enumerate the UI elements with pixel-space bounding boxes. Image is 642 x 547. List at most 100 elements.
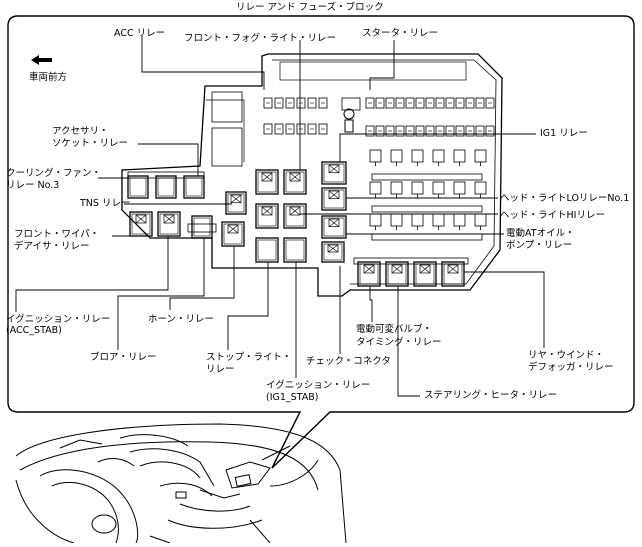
fuse-slot	[285, 123, 295, 135]
label-rear-defogger-relay-1: リヤ・ウインド・	[528, 350, 605, 361]
fuse-slot	[425, 125, 435, 137]
label-horn-relay: ホーン・リレー	[148, 314, 215, 325]
label-vvt-relay-2: タイミング・リレー	[356, 337, 442, 348]
relay-cross-mark	[391, 264, 403, 274]
fuse-slot	[263, 97, 273, 109]
fuse-slot	[274, 123, 284, 135]
relay-socket-inner	[185, 177, 203, 197]
leader-horn-relay	[169, 246, 235, 310]
label-accessory-socket-relay-2: ソケット・リレー	[52, 138, 129, 149]
relay-socket	[191, 215, 213, 239]
fuse-slot	[455, 97, 465, 109]
relay-cross-mark	[328, 164, 340, 173]
relay-socket	[413, 261, 437, 287]
fuse-slot	[474, 213, 487, 227]
fuse-slot	[411, 181, 424, 195]
fuse-slot	[369, 181, 382, 195]
fuse-slot	[369, 213, 382, 227]
label-ignition-relay-ig1-1: イグニッション・リレー	[266, 380, 371, 391]
label-at-oil-pump-relay-1: 電動ATオイル・	[506, 228, 575, 239]
label-front-wiper-deicer-relay-1: フロント・ワイパ・	[14, 229, 100, 240]
fuse-slot	[405, 125, 415, 137]
relay-cross-mark	[289, 206, 301, 216]
relay-cross-mark	[289, 172, 301, 182]
fuse-slot	[485, 125, 495, 137]
relay-strip	[127, 171, 205, 179]
label-ignition-relay-ig1-2: (IG1_STAB)	[266, 392, 319, 403]
fuse-slot	[369, 149, 382, 163]
fuse-slot	[432, 181, 445, 195]
relay-cross-mark	[328, 190, 340, 199]
label-stop-light-relay-1: ストップ・ライト・	[206, 352, 292, 363]
relay-cross-mark	[261, 206, 273, 216]
relay-cross-mark	[227, 224, 239, 234]
leader-ignition-relay-acc	[15, 236, 169, 312]
relay-socket-inner	[323, 163, 345, 183]
relay-socket	[255, 237, 279, 263]
fuse-slot	[465, 97, 475, 109]
callout-frame	[7, 15, 635, 469]
fuse-slot	[445, 125, 455, 137]
relay-socket-inner	[323, 189, 345, 209]
fuse-slot	[296, 97, 306, 109]
fuse-slot	[415, 125, 425, 137]
relay-cross-mark	[135, 214, 147, 224]
relay-socket-inner	[285, 171, 305, 193]
fuse-slot	[475, 125, 485, 137]
leader-accessory-socket-relay	[138, 143, 199, 176]
maxi-fuse-bar	[371, 233, 483, 241]
fuse-slot	[435, 97, 445, 109]
fuse-slot	[365, 125, 375, 137]
relay-socket	[221, 221, 245, 247]
fuse-slot	[318, 97, 328, 109]
fuse-slot	[405, 97, 415, 109]
fuse-slot	[365, 97, 375, 109]
arrow-left-icon	[31, 55, 52, 65]
relay-socket	[321, 241, 345, 263]
label-ignition-relay-acc-2: (ACC_STAB)	[6, 325, 62, 336]
fuse-slot	[465, 125, 475, 137]
fuse-slot	[375, 125, 385, 137]
relay-socket-inner	[227, 193, 245, 213]
leader-steering-heater-relay	[397, 286, 420, 397]
relay-socket-inner	[257, 239, 277, 261]
fuse-slot	[475, 97, 485, 109]
fuse-slot	[318, 123, 328, 135]
relay-strip	[187, 223, 217, 233]
label-vvt-relay-1: 電動可変バルブ・	[356, 324, 433, 335]
relay-cross-mark	[447, 264, 459, 274]
label-stop-light-relay-2: リレー	[206, 364, 235, 375]
leader-ig1-relay	[339, 133, 536, 162]
label-tns-relay: TNS リレー	[80, 198, 131, 209]
relay-cross-mark	[419, 264, 431, 274]
fuse-slot	[296, 123, 306, 135]
relay-socket	[127, 175, 149, 199]
relay-socket-inner	[129, 177, 147, 197]
label-front-wiper-deicer-relay-2: デアイサ・リレー	[14, 241, 90, 252]
relay-socket-inner	[257, 205, 277, 227]
relay-socket-inner	[323, 243, 343, 261]
label-front-fog-relay: フロント・フォグ・ライト・リレー	[184, 33, 337, 44]
check-connector	[343, 108, 355, 133]
fuse-slot	[285, 97, 295, 109]
fuse-slot	[274, 97, 284, 109]
fuse-slot	[375, 97, 385, 109]
label-headlight-hi-relay: ヘッド・ライトHIリレー	[500, 210, 605, 221]
relay-socket	[283, 237, 307, 263]
fuse-slot	[307, 123, 317, 135]
relay-sockets	[127, 161, 469, 287]
relay-socket	[155, 175, 177, 199]
relay-socket-inner	[159, 213, 179, 235]
fuse-slot	[390, 149, 403, 163]
relay-socket	[225, 191, 247, 215]
fuse-slot	[445, 97, 455, 109]
relay-socket-inner	[131, 213, 151, 235]
maxi-fuse-bar	[371, 205, 483, 213]
maxi-fuse-bar	[371, 173, 483, 181]
fuse-slot	[435, 125, 445, 137]
relay-socket	[321, 161, 347, 185]
fuse-block-outline	[121, 53, 503, 297]
leader-acc-relay	[141, 36, 265, 90]
fuse-slot	[411, 149, 424, 163]
relay-socket-inner	[257, 171, 277, 193]
